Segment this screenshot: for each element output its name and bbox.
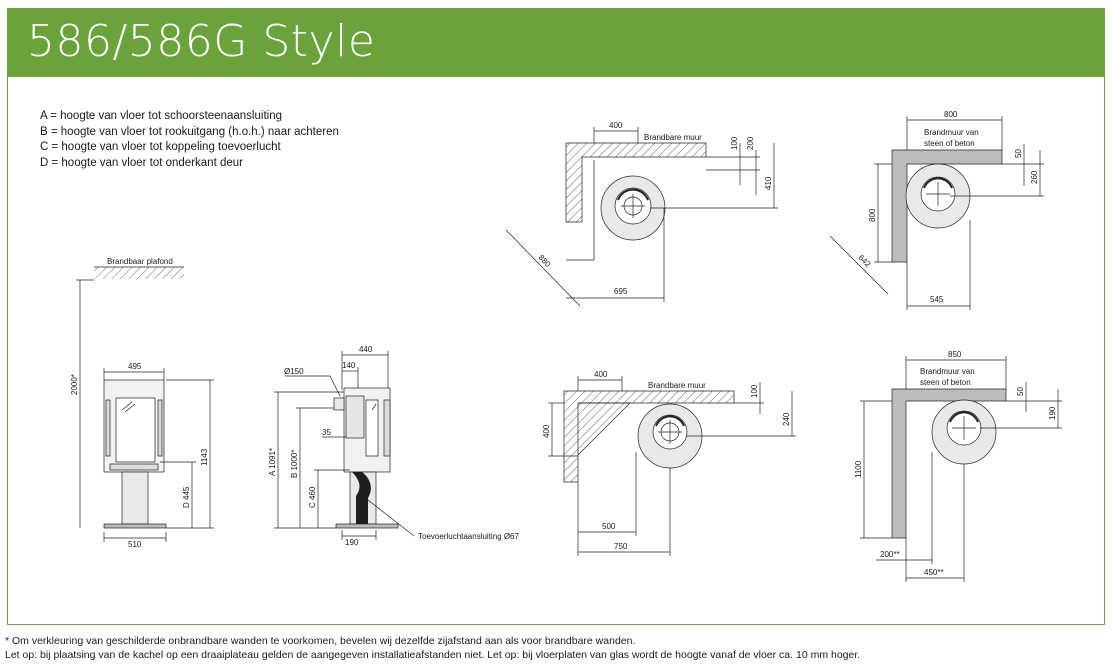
side-c-label: C 460 bbox=[308, 486, 317, 508]
side-offset-label: 140 bbox=[342, 361, 356, 370]
side-b-label: B 1000* bbox=[290, 450, 299, 478]
plan-tl-d200: 200 bbox=[746, 136, 755, 150]
plan-tl-d400: 400 bbox=[609, 121, 623, 130]
plan-tl-floor-plate bbox=[566, 160, 595, 261]
plan-bl-d400-side: 400 bbox=[542, 424, 551, 438]
plan-tr-d545: 545 bbox=[930, 295, 944, 304]
plan-br-d190: 190 bbox=[1048, 406, 1057, 420]
plan-bl-d500: 500 bbox=[602, 522, 616, 531]
plan-tr-wall-label-2: steen of beton bbox=[924, 139, 975, 148]
front-stove-height-label: 1143 bbox=[200, 448, 209, 466]
plan-br-wall-label-1: Brandmuur van bbox=[920, 367, 975, 376]
plan-br-d200: 200** bbox=[880, 550, 900, 559]
legend: A = hoogte van vloer tot schoorsteenaans… bbox=[40, 109, 339, 171]
plan-tl-d410: 410 bbox=[764, 176, 773, 190]
plan-br-d50: 50 bbox=[1016, 387, 1025, 396]
air-pipe bbox=[352, 472, 371, 526]
front-width-base-label: 510 bbox=[128, 540, 142, 549]
front-view bbox=[76, 266, 214, 542]
side-depth-label: 440 bbox=[359, 345, 373, 354]
side-a-label: A 1091* bbox=[268, 448, 277, 476]
plan-bottom-left bbox=[548, 376, 796, 556]
plan-tr-d260: 260 bbox=[1030, 170, 1039, 184]
plan-br-d1100: 1100 bbox=[854, 460, 863, 478]
plan-br-d450: 450** bbox=[924, 568, 944, 577]
legend-item-d: D = hoogte van vloer tot onderkant deur bbox=[40, 156, 243, 169]
footnote-1: * Om verkleuring van geschilderde onbran… bbox=[5, 635, 636, 647]
legend-item-a: A = hoogte van vloer tot schoorsteenaans… bbox=[40, 110, 282, 122]
front-height-label: 2000* bbox=[70, 374, 79, 395]
plan-bl-d240: 240 bbox=[782, 412, 791, 426]
side-gap-label: 35 bbox=[322, 428, 331, 437]
plan-top-right bbox=[829, 116, 1044, 310]
plan-bl-d100: 100 bbox=[750, 384, 759, 398]
plan-tl-d695: 695 bbox=[614, 287, 628, 296]
plan-bl-d400-top: 400 bbox=[594, 370, 608, 379]
plan-bl-wall-label: Brandbare muur bbox=[648, 381, 706, 390]
plan-bottom-right bbox=[860, 356, 1062, 582]
plan-tl-d100: 100 bbox=[730, 136, 739, 150]
front-width-top-label: 495 bbox=[128, 362, 142, 371]
side-view bbox=[274, 351, 415, 540]
plan-br-wall-label-2: steen of beton bbox=[920, 378, 971, 387]
plan-tr-wall-label-1: Brandmuur van bbox=[924, 128, 979, 137]
title-bar: 586/586G Style bbox=[7, 8, 1105, 77]
plan-tr-d642: 642 bbox=[857, 253, 873, 269]
plan-br-d850: 850 bbox=[948, 350, 962, 359]
side-air-label: Toevoerluchtaansluiting Ø67 bbox=[418, 532, 520, 541]
plan-bl-d750: 750 bbox=[614, 542, 628, 551]
ceiling-hatch bbox=[94, 267, 184, 279]
front-ceiling-label: Brandbaar plafond bbox=[107, 257, 173, 266]
footnote-2: Let op: bij plaatsing van de kachel op e… bbox=[5, 649, 861, 661]
footnotes: * Om verkleuring van geschilderde onbran… bbox=[5, 634, 860, 662]
content-frame bbox=[7, 77, 1105, 625]
side-flue-label: Ø150 bbox=[284, 367, 304, 376]
legend-item-b: B = hoogte van vloer tot rookuitgang (h.… bbox=[40, 125, 339, 138]
side-base-label: 190 bbox=[345, 538, 359, 547]
plan-tr-d800-top: 800 bbox=[944, 110, 958, 119]
plan-top-left bbox=[505, 127, 778, 307]
legend-item-c: C = hoogte van vloer tot koppeling toevo… bbox=[40, 141, 281, 153]
front-door-label: D 445 bbox=[182, 486, 191, 508]
plan-tr-d800-side: 800 bbox=[868, 208, 877, 222]
plan-tr-d50: 50 bbox=[1014, 149, 1023, 158]
plan-tl-wall-label: Brandbare muur bbox=[644, 133, 702, 142]
stove-column-front bbox=[121, 471, 149, 525]
page-title: 586/586G Style bbox=[27, 16, 376, 67]
plan-tl-d880: 880 bbox=[537, 253, 553, 269]
